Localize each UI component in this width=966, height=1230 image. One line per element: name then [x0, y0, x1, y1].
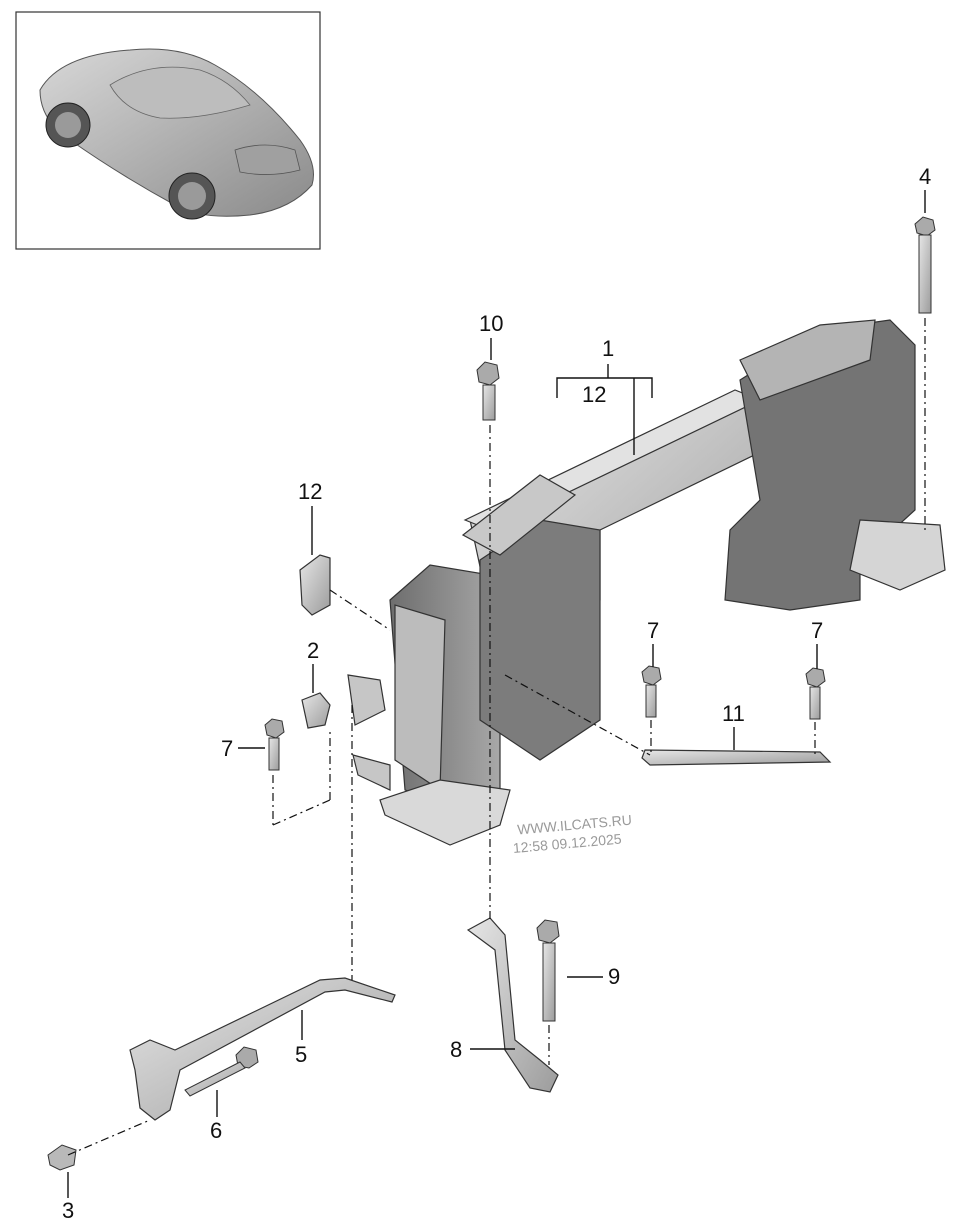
leader-lines	[67, 190, 926, 1198]
clip-part-2	[301, 692, 331, 729]
callout-4: 4	[919, 164, 931, 189]
watermark: WWW.ILCATS.RU 12:58 09.12.2025	[512, 812, 632, 856]
callout-3: 3	[62, 1198, 74, 1223]
bracket-part-5	[129, 977, 396, 1121]
callout-12-group: 12	[582, 382, 606, 407]
callout-10: 10	[479, 311, 503, 336]
callout-7-mid: 7	[647, 618, 659, 643]
bracket-part-8	[466, 917, 559, 1093]
callout-8: 8	[450, 1037, 462, 1062]
callout-11: 11	[722, 701, 745, 726]
main-carrier-part-1	[379, 319, 946, 846]
bolt-part-9	[536, 919, 560, 1022]
callout-7-left: 7	[221, 736, 233, 761]
bolt-part-4	[914, 216, 936, 314]
callout-2: 2	[307, 638, 319, 663]
bolt-part-7-left	[264, 718, 285, 771]
strut-part-11	[641, 749, 832, 766]
bolt-part-7-mid	[641, 665, 662, 718]
bolt-part-10	[476, 361, 500, 421]
callout-5: 5	[295, 1042, 307, 1067]
installation-lines	[67, 318, 926, 1156]
nut-part-3	[47, 1144, 77, 1171]
callout-7-right: 7	[811, 618, 823, 643]
callout-1: 1	[602, 336, 614, 361]
callout-6: 6	[210, 1118, 222, 1143]
callout-9: 9	[608, 964, 620, 989]
bolt-part-6	[184, 1046, 259, 1097]
callout-12: 12	[298, 479, 322, 504]
car-illustration	[39, 48, 314, 220]
callouts: 1 12 4 10 12 2 7 7 7 11 9 8 5 6 3	[62, 164, 931, 1223]
mount-bracket-left	[347, 674, 391, 791]
vehicle-thumbnail	[15, 11, 321, 250]
bracket-part-12	[299, 554, 331, 616]
bolt-part-7-right	[805, 667, 826, 720]
